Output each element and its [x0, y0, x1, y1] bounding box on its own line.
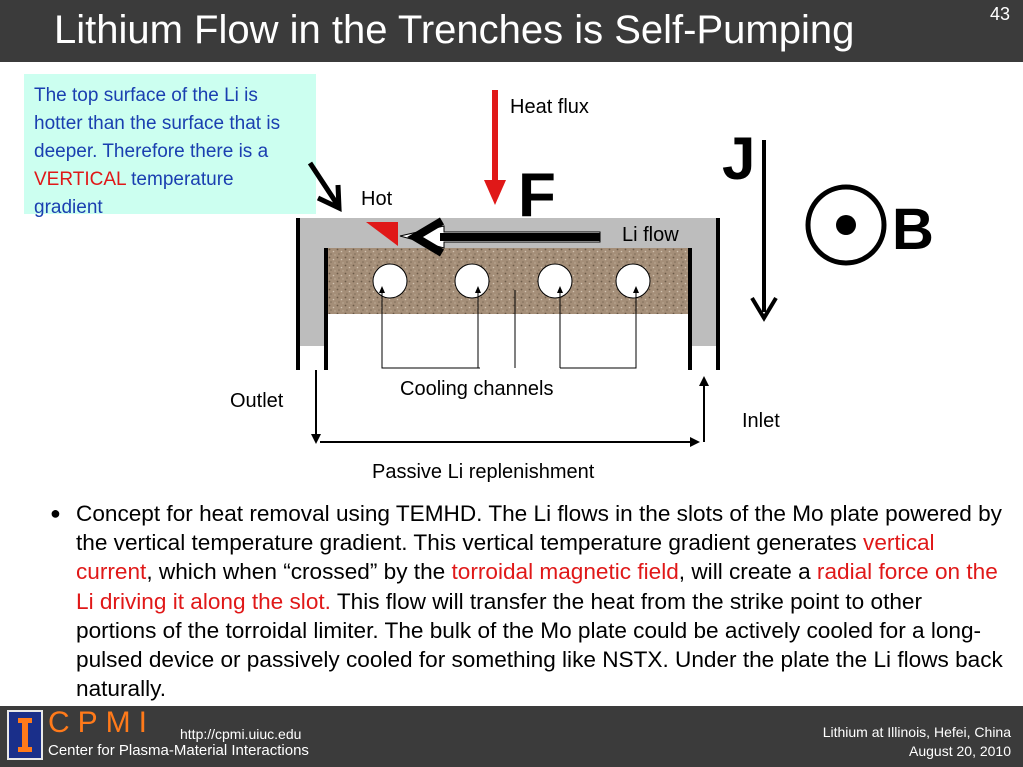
note-highlight: VERTICAL [34, 169, 126, 190]
pointer-arrow [307, 161, 340, 206]
bullet-highlight: vertical current [76, 530, 935, 585]
bullet-text: , will create a [678, 559, 817, 585]
cooling-channel [454, 263, 490, 299]
slide-number: 43 [990, 4, 1011, 24]
force-arrowhead [407, 217, 445, 257]
force-label: F [518, 161, 556, 230]
field-symbol [805, 184, 887, 266]
bullet-paragraph: Concept for heat removal using TEMHD. Th… [76, 499, 1006, 703]
bullet-highlight: torroidal magnetic field [451, 559, 679, 585]
event-date: August 20, 2010 [909, 743, 1011, 759]
right-wall [689, 248, 717, 346]
current-label: J [722, 125, 756, 192]
cooling-channel [372, 263, 408, 299]
cooling-channel [537, 263, 573, 299]
bullet-text: Concept for heat removal using TEMHD. Th… [76, 501, 1002, 556]
bullet-text: , which when “crossed” by the [146, 559, 452, 585]
note-box: The top surface of the Li is hotter than… [24, 74, 316, 218]
heat-flux-arrowhead [484, 180, 506, 205]
bullet-highlight: radial force on the Li driving it along … [76, 559, 998, 614]
left-wall [300, 248, 328, 346]
hot-label: Hot [361, 188, 393, 210]
field-label: B [892, 197, 934, 262]
bullet-marker: ● [50, 503, 61, 523]
pointer-arrowhead [316, 184, 342, 213]
university-logo-icon [7, 710, 43, 760]
cooling-leader-lines [381, 290, 637, 369]
cpmi-logo-text: CPMI [48, 706, 155, 739]
hot-spot-marker [366, 222, 398, 246]
organization-name: Center for Plasma-Material Interactions [48, 742, 309, 759]
inlet-label: Inlet [742, 410, 780, 432]
trench-diagram [296, 90, 887, 447]
outlet-label: Outlet [230, 390, 284, 412]
slide-title: Lithium Flow in the Trenches is Self-Pum… [54, 8, 855, 52]
heat-flux-label: Heat flux [510, 96, 589, 118]
footer-bar [0, 706, 1023, 767]
li-flow-label: Li flow [622, 224, 679, 246]
event-name: Lithium at Illinois, Hefei, China [822, 724, 1011, 740]
cooling-channels-label: Cooling channels [400, 378, 554, 400]
bullet-text: This flow will transfer the heat from th… [76, 588, 1003, 702]
current-arrowhead [750, 296, 778, 322]
title-bar [0, 0, 1023, 62]
event-info: Lithium at Illinois, Hefei, China August… [823, 723, 1011, 761]
note-text-1: The top surface of the Li is hotter than… [34, 85, 281, 162]
note-text-2: temperature gradient [34, 169, 234, 218]
passive-replenishment-label: Passive Li replenishment [372, 461, 595, 483]
website-url[interactable]: http://cpmi.uiuc.edu [180, 726, 302, 742]
field-dot [836, 215, 856, 235]
cooling-channel [615, 263, 651, 299]
